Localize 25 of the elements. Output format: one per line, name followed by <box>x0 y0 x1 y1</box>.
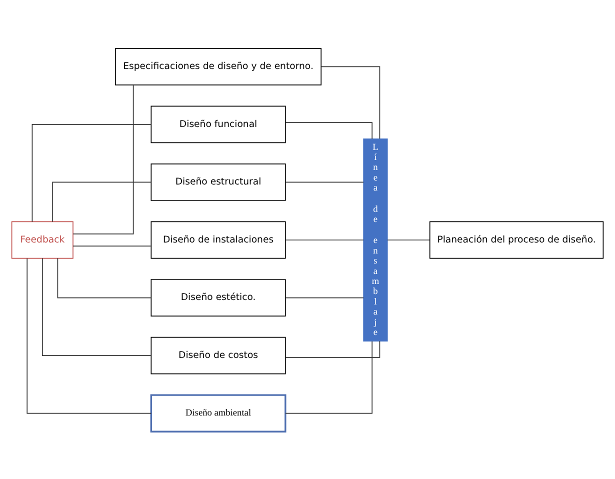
connector <box>52 181 152 222</box>
node-box: Especificaciones de diseño y de entorno. <box>115 47 322 85</box>
node-box: Diseño estético. <box>150 278 286 316</box>
node-box: Diseño ambiental <box>150 394 286 432</box>
node-box: Planeación del proceso de diseño. <box>429 220 604 258</box>
connector <box>285 340 372 414</box>
connector <box>285 122 372 139</box>
connector <box>72 245 152 246</box>
node-box: Diseño funcional <box>150 105 286 143</box>
node-box: Feedback <box>11 220 74 258</box>
connector <box>32 124 152 222</box>
connector <box>26 258 152 414</box>
connector <box>285 296 364 298</box>
node-box: Diseño de costos <box>150 336 286 374</box>
connector <box>285 340 380 358</box>
connector <box>387 239 430 240</box>
connector <box>42 257 152 356</box>
connector <box>320 66 380 139</box>
connector <box>72 84 134 234</box>
connector <box>57 257 152 298</box>
node-box: Línea de ensamblaje <box>363 138 388 342</box>
connector <box>285 239 364 240</box>
node-box: Diseño de instalaciones <box>150 220 286 258</box>
connector <box>285 181 364 182</box>
node-box: Diseño estructural <box>150 163 286 200</box>
